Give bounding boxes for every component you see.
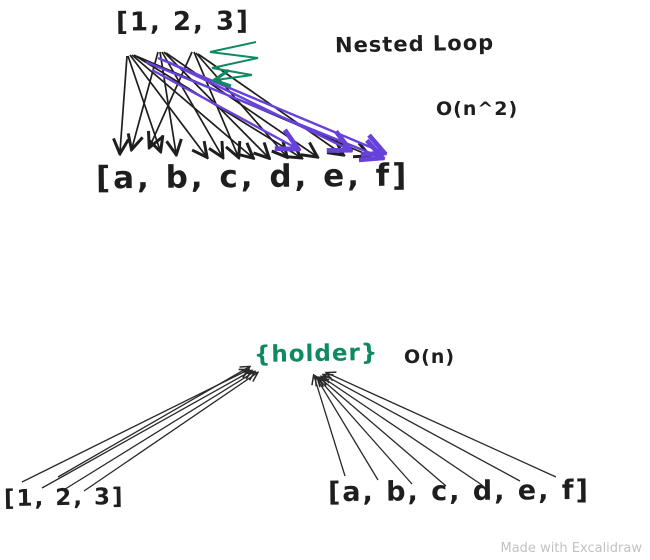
- holder-arrows-right[interactable]: [314, 373, 557, 487]
- nested-loop-arrows-purple[interactable]: [145, 56, 382, 157]
- complexity-n-squared[interactable]: O(n^2): [436, 98, 519, 120]
- bottom-left-list-text[interactable]: [1, 2, 3]: [3, 483, 125, 513]
- excalidraw-watermark: Made with Excalidraw: [500, 540, 643, 556]
- bottom-right-list-text[interactable]: [a, b, c, d, e, f]: [327, 474, 591, 509]
- top-source-list-text[interactable]: [1, 2, 3]: [115, 6, 251, 38]
- holder-arrows-left[interactable]: [21, 367, 257, 492]
- nested-loop-title[interactable]: Nested Loop: [334, 30, 495, 58]
- complexity-n[interactable]: O(n): [404, 346, 456, 368]
- green-scribble-arrow[interactable]: [209, 41, 259, 80]
- holder-text[interactable]: {holder}: [253, 339, 379, 369]
- top-target-list-text[interactable]: [a, b, c, d, e, f]: [95, 157, 410, 197]
